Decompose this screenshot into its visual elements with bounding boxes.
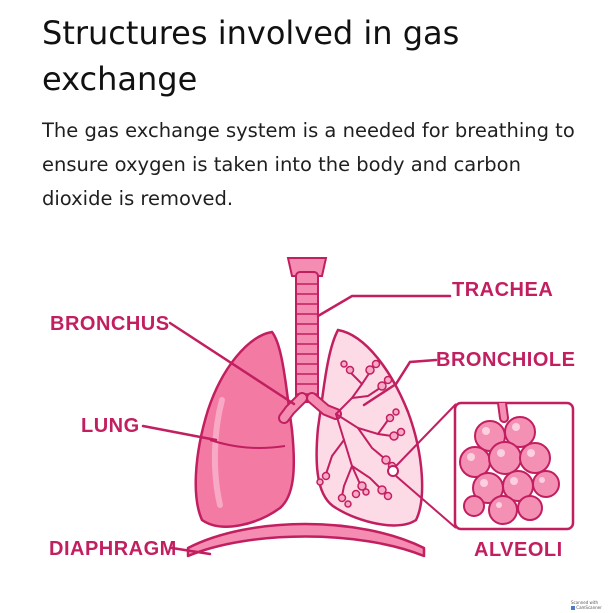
alveolus-marker [387,465,399,477]
page-title: Structures involved in gas exchange [42,14,460,98]
right-lung [315,328,424,527]
scanner-watermark: Scanned with CamScanner [571,600,607,610]
alveoli-cluster-closeup [459,403,560,525]
watermark-line2: CamScanner [576,605,602,610]
camscanner-icon [571,606,575,610]
intro-paragraph: The gas exchange system is a needed for … [42,119,575,210]
watermark-line1: Scanned with [571,600,599,605]
diaphragm [186,522,426,558]
label-diaphragm: DIAPHRAGM [49,538,177,560]
label-alveoli: ALVEOLI [474,539,563,561]
pointer-lines [141,294,452,556]
label-lung: LUNG [81,415,140,437]
trachea [295,271,319,403]
label-bronchus: BRONCHUS [50,313,170,335]
bronchiole-tree [325,371,393,497]
left-lung [194,330,296,528]
label-trachea: TRACHEA [452,279,553,301]
label-bronchiole: BRONCHIOLE [436,349,575,371]
larynx [286,257,328,277]
